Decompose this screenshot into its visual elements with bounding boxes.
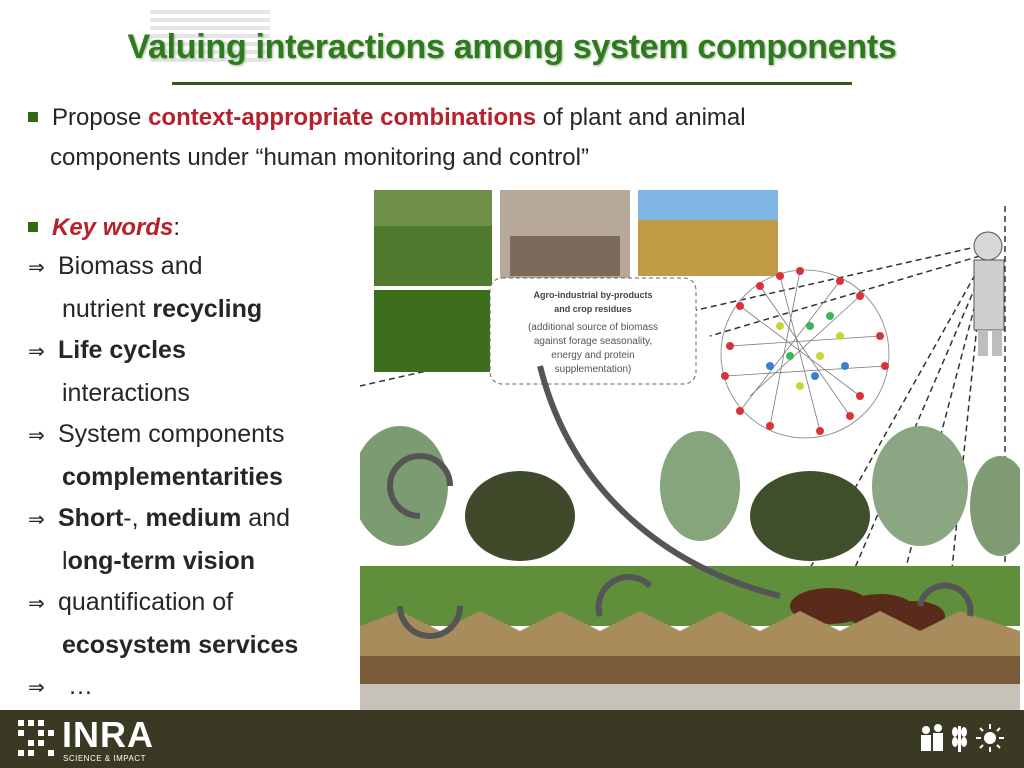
intro-text-before: Propose bbox=[52, 104, 149, 131]
box-body-2: against forage seasonality, bbox=[534, 336, 652, 347]
inra-tagline: SCIENCE & IMPACT bbox=[63, 754, 146, 763]
keyword-item-cont: ecosystem services bbox=[28, 625, 298, 666]
footer-bar: INRA SCIENCE & IMPACT bbox=[0, 710, 1024, 768]
keywords-heading: Key words: bbox=[28, 208, 180, 248]
keyword-item: ⇒… bbox=[28, 666, 298, 709]
keyword-item-cont: long-term vision bbox=[28, 541, 298, 582]
implies-arrow-icon: ⇒ bbox=[28, 425, 45, 447]
keyword-bold: ong-term vision bbox=[67, 547, 256, 575]
keywords-label: Key words bbox=[52, 214, 174, 241]
keyword-bold: recycling bbox=[152, 295, 263, 323]
keyword-text: -, bbox=[123, 504, 146, 532]
keyword-bold: medium bbox=[145, 504, 242, 532]
implies-arrow-icon: ⇒ bbox=[28, 257, 45, 279]
implies-arrow-icon: ⇒ bbox=[28, 677, 45, 699]
title-underline bbox=[172, 82, 852, 85]
keyword-bold: complementarities bbox=[62, 463, 283, 491]
box-body-3: energy and protein bbox=[551, 350, 634, 361]
implies-arrow-icon: ⇒ bbox=[28, 509, 45, 531]
agroecosystem-illustration: Agro-industrial by-products and crop res… bbox=[360, 190, 1020, 714]
farmer-figure bbox=[973, 231, 1005, 356]
decorative-stripes bbox=[150, 10, 270, 70]
intro-bullet: Propose context-appropriate combinations… bbox=[28, 98, 958, 178]
people-icon bbox=[921, 724, 943, 751]
sun-icon bbox=[976, 724, 1004, 752]
by-products-box bbox=[489, 277, 697, 385]
footer-icons bbox=[921, 724, 1004, 752]
cycle-arrows bbox=[387, 365, 974, 639]
keywords-list: ⇒ Biomass and nutrient recycling ⇒ Life cy… bbox=[28, 246, 298, 709]
keyword-item: ⇒ Life cycles bbox=[28, 330, 298, 373]
keyword-text: Biomass and bbox=[58, 252, 203, 280]
keyword-text: … bbox=[68, 672, 93, 700]
bullet-square-icon bbox=[28, 111, 38, 122]
keyword-item: ⇒ Biomass and bbox=[28, 246, 298, 289]
photo-banana-plants bbox=[374, 290, 492, 372]
keyword-item-cont: nutrient recycling bbox=[28, 289, 298, 330]
keywords-colon: : bbox=[173, 214, 181, 241]
intro-line2: components under “human monitoring and c… bbox=[50, 144, 589, 171]
keyword-text: l bbox=[62, 547, 68, 575]
box-title-2: and crop residues bbox=[554, 304, 632, 314]
inra-logo-icon bbox=[18, 720, 54, 756]
interaction-network bbox=[720, 267, 890, 439]
keyword-text: and bbox=[241, 504, 291, 532]
keyword-text: nutrient bbox=[62, 295, 153, 323]
keyword-item: ⇒ quantification of bbox=[28, 582, 298, 625]
bullet-square-icon bbox=[28, 221, 38, 232]
keyword-bold: Life cycles bbox=[58, 336, 186, 364]
keyword-item-cont: complementarities bbox=[28, 457, 298, 498]
inra-logo-text: INRA bbox=[62, 714, 154, 755]
box-body-1: (additional source of biomass bbox=[528, 322, 658, 333]
keyword-text: interactions bbox=[62, 379, 190, 407]
box-body-4: supplementation) bbox=[555, 364, 632, 375]
keyword-text: System components bbox=[58, 420, 285, 448]
keyword-text: quantification of bbox=[58, 588, 234, 616]
wheat-icon bbox=[952, 726, 967, 752]
keyword-item: ⇒ System components bbox=[28, 414, 298, 457]
keyword-bold: ecosystem services bbox=[62, 631, 299, 659]
box-title-1: Agro-industrial by-products bbox=[534, 290, 653, 300]
keyword-bold: Short bbox=[58, 504, 124, 532]
implies-arrow-icon: ⇒ bbox=[28, 341, 45, 363]
keyword-item-cont: interactions bbox=[28, 373, 298, 414]
implies-arrow-icon: ⇒ bbox=[28, 593, 45, 615]
intro-highlight: context-appropriate combinations bbox=[148, 104, 537, 131]
keyword-item: ⇒ Short-, medium and bbox=[28, 498, 298, 541]
slide-title: Valuing interactions among system compon… bbox=[127, 28, 897, 66]
intro-text-after: of plant and animal bbox=[536, 104, 746, 131]
soil-layers bbox=[360, 611, 1020, 714]
